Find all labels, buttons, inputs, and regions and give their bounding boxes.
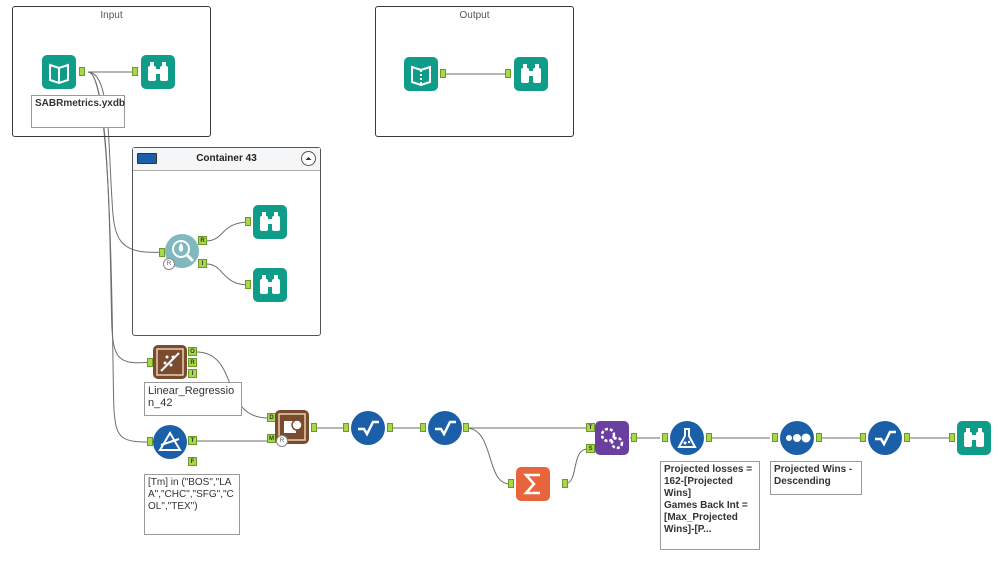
binoculars-icon bbox=[148, 62, 168, 81]
binoculars-icon bbox=[260, 275, 280, 294]
formula-input-anchor[interactable] bbox=[662, 433, 668, 442]
select-icon bbox=[435, 420, 456, 437]
formula-tool[interactable] bbox=[670, 421, 704, 455]
browse-r-input-anchor[interactable] bbox=[245, 217, 251, 226]
binoculars-icon bbox=[521, 64, 541, 83]
sort-input-anchor[interactable] bbox=[772, 433, 778, 442]
container-43-title: Container 43 bbox=[196, 153, 257, 164]
browse-i-input-anchor[interactable] bbox=[245, 280, 251, 289]
linear-regression-note: Linear_Regression_42 bbox=[144, 382, 242, 416]
chevron-up-icon bbox=[305, 157, 312, 160]
select-icon bbox=[358, 420, 379, 437]
input-container[interactable]: Input bbox=[12, 6, 211, 137]
summarize-icon bbox=[523, 473, 540, 495]
browse-r-tool[interactable] bbox=[253, 205, 287, 239]
sort-icon bbox=[786, 433, 811, 443]
regression-input-anchor[interactable] bbox=[147, 358, 153, 367]
browse-input-anchor[interactable] bbox=[505, 69, 511, 78]
t-input-anchor[interactable]: T bbox=[586, 423, 595, 432]
select-icon bbox=[875, 430, 896, 447]
browse-tool[interactable] bbox=[141, 55, 175, 89]
formula-icon bbox=[677, 428, 697, 448]
i-output-anchor[interactable]: I bbox=[198, 259, 207, 268]
filter-icon bbox=[158, 431, 182, 451]
append-fields-tool[interactable] bbox=[595, 421, 629, 455]
append-icon bbox=[600, 427, 624, 450]
input-container-title: Input bbox=[100, 10, 123, 21]
summarize-tool[interactable] bbox=[516, 467, 550, 501]
select1-input-anchor[interactable] bbox=[343, 423, 349, 432]
binoculars-icon bbox=[260, 212, 280, 231]
select-tool-1[interactable] bbox=[351, 411, 385, 445]
sort-tool[interactable] bbox=[780, 421, 814, 455]
select2-output-anchor[interactable] bbox=[463, 423, 469, 432]
select1-output-anchor[interactable] bbox=[387, 423, 393, 432]
final-browse-tool[interactable] bbox=[957, 421, 991, 455]
output-data-tool[interactable] bbox=[404, 57, 438, 91]
summarize-input-anchor[interactable] bbox=[508, 479, 514, 488]
collapse-button[interactable] bbox=[301, 151, 316, 166]
container-43[interactable]: Container 43 bbox=[132, 147, 321, 336]
summarize-output-anchor[interactable] bbox=[562, 479, 568, 488]
predictive-input-anchor[interactable] bbox=[159, 248, 165, 257]
output-container[interactable]: Output bbox=[375, 6, 574, 137]
browse-icon bbox=[411, 65, 431, 87]
input-data-icon bbox=[49, 63, 69, 85]
regression-icon bbox=[156, 348, 184, 376]
select-tool-3[interactable] bbox=[868, 421, 902, 455]
filter-tool[interactable] bbox=[153, 425, 187, 459]
output-data-anchor[interactable] bbox=[440, 69, 446, 78]
input-data-tool[interactable] bbox=[42, 55, 76, 89]
r-badge-icon: R bbox=[163, 258, 175, 270]
f-output-anchor[interactable]: F bbox=[188, 457, 197, 466]
container-43-header[interactable]: Container 43 bbox=[133, 148, 320, 171]
s-input-anchor[interactable]: S bbox=[586, 444, 595, 453]
formula-output-anchor[interactable] bbox=[706, 433, 712, 442]
sabr-file-note: SABRmetrics.yxdb bbox=[31, 95, 125, 128]
container-toggle-icon[interactable] bbox=[137, 153, 157, 164]
input-anchor[interactable] bbox=[132, 67, 138, 76]
r-output-anchor[interactable]: R bbox=[198, 236, 207, 245]
sort-output-anchor[interactable] bbox=[816, 433, 822, 442]
filter-expression-note: [Tm] in ("BOS","LAA","CHC","SFG","COL","… bbox=[144, 474, 240, 535]
sort-order-note: Projected Wins - Descending bbox=[770, 461, 862, 495]
magnifier-drop-icon bbox=[172, 240, 195, 263]
r-report-anchor[interactable]: R bbox=[188, 358, 197, 367]
binoculars-icon bbox=[964, 428, 984, 447]
r-badge-icon: R bbox=[276, 435, 288, 447]
filter-input-anchor[interactable] bbox=[147, 437, 153, 446]
i-interactive-anchor[interactable]: I bbox=[188, 369, 197, 378]
final-browse-input-anchor[interactable] bbox=[949, 433, 955, 442]
score-output-anchor[interactable] bbox=[311, 423, 317, 432]
linear-regression-tool[interactable] bbox=[153, 345, 187, 379]
select3-output-anchor[interactable] bbox=[904, 433, 910, 442]
select2-input-anchor[interactable] bbox=[420, 423, 426, 432]
output-container-title: Output bbox=[459, 10, 490, 21]
append-output-anchor[interactable] bbox=[631, 433, 637, 442]
browse-i-tool[interactable] bbox=[253, 268, 287, 302]
formula-expression-note: Projected losses = 162-[Projected Wins] … bbox=[660, 461, 760, 550]
output-anchor[interactable] bbox=[79, 67, 85, 76]
select-tool-2[interactable] bbox=[428, 411, 462, 445]
output-browse-tool[interactable] bbox=[514, 57, 548, 91]
t-output-anchor[interactable]: T bbox=[188, 436, 197, 445]
o-output-anchor[interactable]: O bbox=[188, 347, 197, 356]
join-icon bbox=[278, 413, 306, 441]
select3-input-anchor[interactable] bbox=[860, 433, 866, 442]
